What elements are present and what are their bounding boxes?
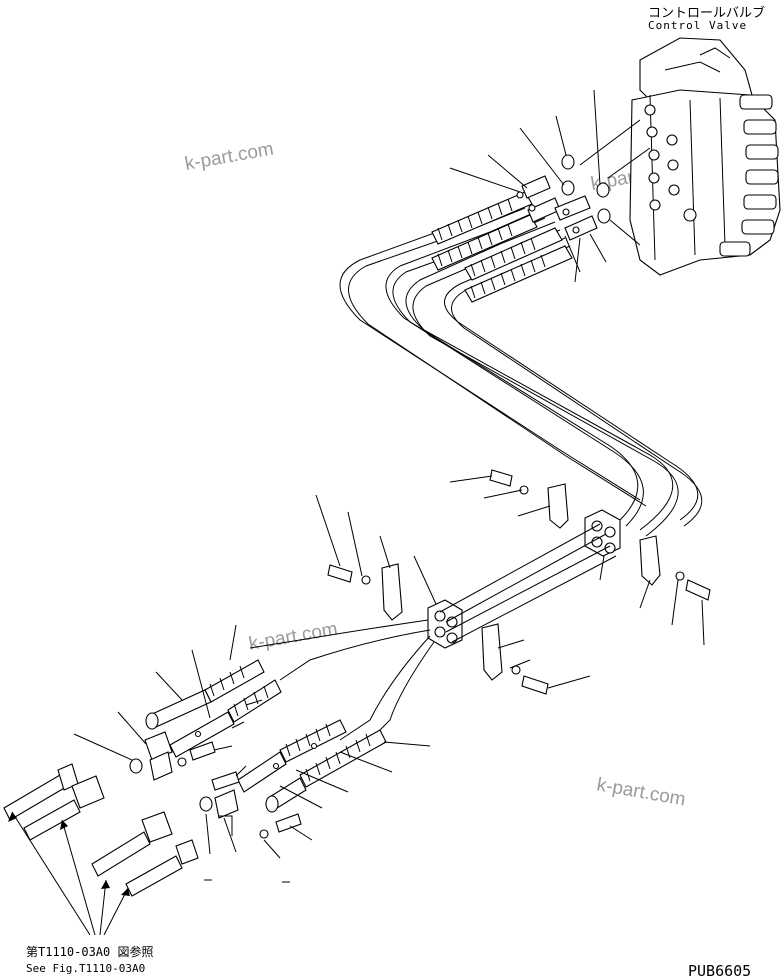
control-valve-label-en: Control Valve [648, 19, 747, 32]
upper-o-rings [561, 154, 611, 224]
watermark: k-part.com [595, 774, 687, 810]
control-valve [629, 37, 781, 276]
control-valve-label-jp: コントロールバルブ [648, 5, 765, 21]
hose-ends-ref [3, 763, 199, 897]
clamp-assembly-left [327, 563, 549, 695]
lower-hose-protectors [204, 659, 387, 788]
lower-fittings [129, 730, 318, 839]
figure-reference-jp: 第T1110-03A0 図参照 [26, 944, 153, 959]
lower-leaders [73, 624, 431, 859]
upper-leaders [449, 89, 651, 283]
upper-hose-group [339, 199, 703, 537]
lower-hoses [145, 689, 307, 813]
clamp-assembly-right [489, 469, 711, 601]
upper-hose-protectors [431, 191, 573, 303]
middle-pipes [249, 523, 617, 741]
watermark: k-part.com [183, 139, 275, 175]
middle-leaders [315, 475, 705, 689]
figure-reference-en: See Fig.T1110-03A0 [26, 962, 145, 975]
valve-spools [719, 94, 779, 257]
watermark: k-part.com [247, 619, 339, 655]
reference-arrows [8, 811, 290, 936]
drawing-code: PUB6605 [688, 962, 751, 980]
valve-ports [644, 104, 697, 222]
